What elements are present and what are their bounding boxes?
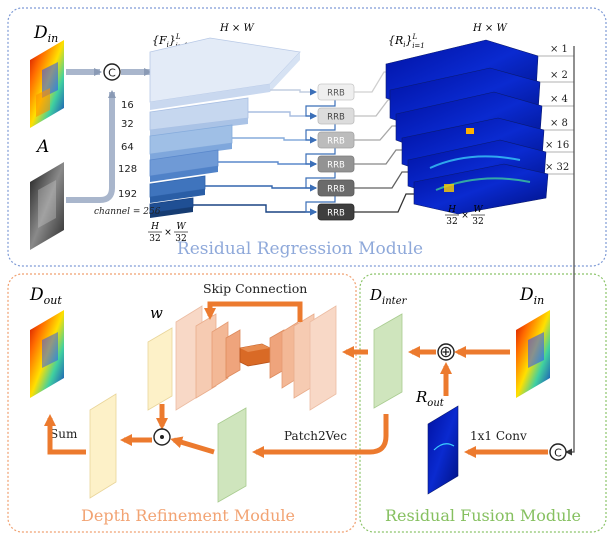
channel-32-label: 32 — [121, 119, 134, 130]
rrb-block-1: RRB — [317, 83, 355, 101]
w-label: w — [150, 304, 163, 322]
svg-text:RRB: RRB — [327, 185, 345, 195]
svg-text:× 2: × 2 — [550, 70, 568, 81]
rrb-block-6: RRB — [317, 203, 355, 221]
sum-slab — [89, 393, 117, 499]
channel-64-label: 64 — [121, 142, 134, 153]
svg-text:RRB: RRB — [327, 89, 345, 99]
patch2vec-arrow — [252, 414, 389, 458]
channel-192-label: 192 — [118, 189, 137, 200]
channel-16-label: 16 — [121, 100, 134, 111]
refinement-module-border — [7, 273, 357, 533]
fusion-module-border — [359, 273, 607, 533]
svg-text:× 16: × 16 — [545, 140, 569, 151]
rrb-block-2: RRB — [317, 107, 355, 125]
unet-block — [147, 305, 337, 411]
svg-text:W: W — [473, 205, 483, 215]
residual-maps-stack — [385, 39, 549, 215]
regression-module-title: Residual Regression Module — [177, 239, 423, 259]
svg-text:W: W — [176, 222, 186, 232]
d-out-label: Dout — [29, 285, 62, 307]
channel-256-label: channel = 256 — [94, 207, 161, 217]
channel-128-label: 128 — [118, 164, 137, 175]
svg-text:RRB: RRB — [327, 209, 345, 219]
svg-text:32: 32 — [175, 234, 186, 244]
hw-top-label: H × W — [219, 23, 254, 34]
svg-text:32: 32 — [472, 217, 483, 227]
d-inter-label: Dinter — [369, 286, 408, 307]
refinement-module-title: Depth Refinement Module — [81, 506, 295, 525]
rrb-cascade-arrows — [305, 100, 336, 216]
rrb-block-5: RRB — [317, 179, 355, 197]
svg-text:32: 32 — [446, 217, 457, 227]
svg-text:RRB: RRB — [327, 137, 345, 147]
residual-size-label: H 32 × W 32 — [445, 205, 485, 227]
d-inter-slab — [373, 313, 403, 409]
regression-module-border — [7, 7, 607, 267]
a-to-concat-arrow — [66, 90, 116, 203]
svg-text:×: × — [461, 211, 469, 221]
svg-text:H: H — [150, 222, 159, 232]
odot-symbol — [153, 428, 171, 446]
feature-pyramid — [149, 37, 301, 218]
a-grayscale-image — [30, 162, 64, 250]
residual-to-fusion-line — [565, 46, 575, 456]
d-out-depth-image — [30, 310, 64, 398]
svg-text:× 8: × 8 — [550, 118, 568, 129]
patch-to-odot-arrow — [170, 436, 215, 455]
svg-text:× 4: × 4 — [550, 94, 568, 105]
r-out-label: Rout — [415, 388, 445, 409]
conv-label: 1x1 Conv — [470, 429, 527, 443]
r-out-residual-image — [427, 405, 459, 495]
hw-top-label-2: H × W — [472, 23, 507, 34]
fusion-module-title: Residual Fusion Module — [385, 506, 581, 525]
svg-text:32: 32 — [149, 234, 160, 244]
patch2vec-label: Patch2Vec — [284, 429, 347, 443]
plus-symbol: ⊕ — [437, 342, 455, 361]
sum-to-d-out-arrow — [44, 414, 86, 455]
svg-text:× 32: × 32 — [545, 162, 569, 173]
svg-text:C: C — [108, 67, 116, 80]
concat-symbol-2: C — [549, 443, 567, 461]
skip-connection-arrow — [204, 301, 303, 322]
a-label: A — [35, 137, 49, 157]
pyramid-to-rrb-arrows — [193, 88, 317, 216]
rrb-block-3: RRB — [317, 131, 355, 149]
patch-slab — [217, 407, 247, 503]
svg-text:RRB: RRB — [327, 161, 345, 171]
sum-label: Sum — [50, 427, 78, 441]
d-in-label: Din — [33, 23, 58, 45]
concat-symbol: C — [103, 63, 121, 81]
d-in-2-label: Din — [519, 285, 544, 307]
d-in-2-depth-image — [516, 310, 550, 398]
svg-text:⊕: ⊕ — [439, 342, 452, 361]
svg-text:C: C — [554, 447, 562, 460]
scale-labels: × 1 × 2 × 4 × 8 × 16 × 32 — [538, 44, 574, 175]
svg-text:H: H — [447, 205, 456, 215]
rrb-block-4: RRB — [317, 155, 355, 173]
svg-text:RRB: RRB — [327, 113, 345, 123]
d-in-depth-image — [30, 40, 64, 128]
pyramid-size-label: H 32 × W 32 — [148, 222, 188, 244]
svg-text:×: × — [164, 228, 172, 238]
svg-text:× 1: × 1 — [550, 44, 568, 55]
skip-connection-label: Skip Connection — [203, 281, 307, 296]
